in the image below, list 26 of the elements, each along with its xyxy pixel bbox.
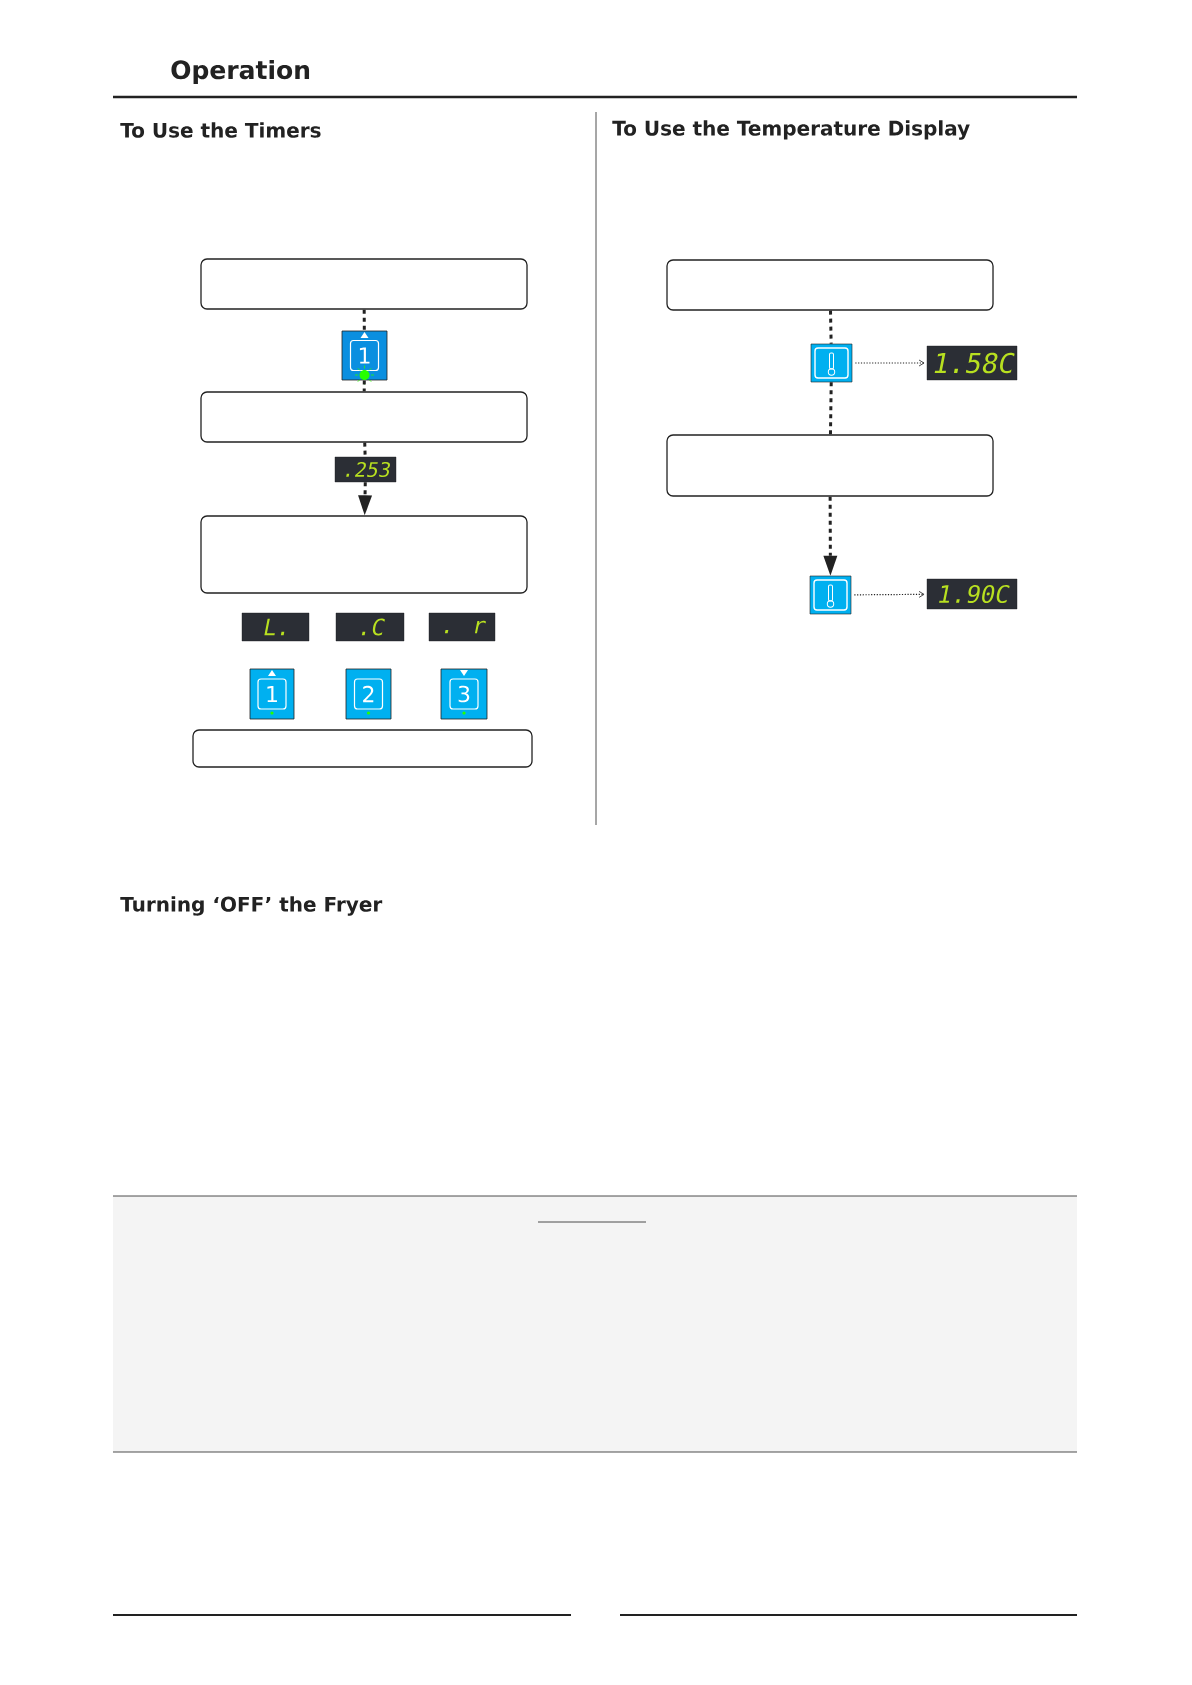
digital-display: .253 <box>334 456 397 483</box>
thermometer-button <box>809 575 852 615</box>
thermometer-button <box>810 343 853 383</box>
digital-display: .C <box>335 612 405 642</box>
number-button: 3 <box>440 668 488 720</box>
digital-display: 1.90C <box>926 578 1018 610</box>
step-box <box>666 434 994 497</box>
arrow <box>854 359 925 367</box>
arrow <box>853 591 925 598</box>
number-button: 2 <box>345 668 392 720</box>
arrow <box>823 496 838 576</box>
digital-display: L. <box>241 612 310 642</box>
digital-display: . r <box>428 612 496 642</box>
step-box <box>200 391 528 443</box>
step-box <box>192 729 533 768</box>
section-heading: To Use the Temperature Display <box>612 120 970 140</box>
number-button: 1 <box>341 330 388 385</box>
section-heading: To Use the Timers <box>120 122 321 138</box>
step-box <box>200 258 528 310</box>
arrow <box>358 482 373 516</box>
section-heading: Turning ‘OFF’ the Fryer <box>120 896 383 916</box>
page-heading: Operation <box>171 59 310 85</box>
digital-display: 1.58C <box>926 345 1018 381</box>
number-button: 1 <box>249 668 295 720</box>
step-box <box>666 259 994 311</box>
step-box <box>200 515 528 594</box>
